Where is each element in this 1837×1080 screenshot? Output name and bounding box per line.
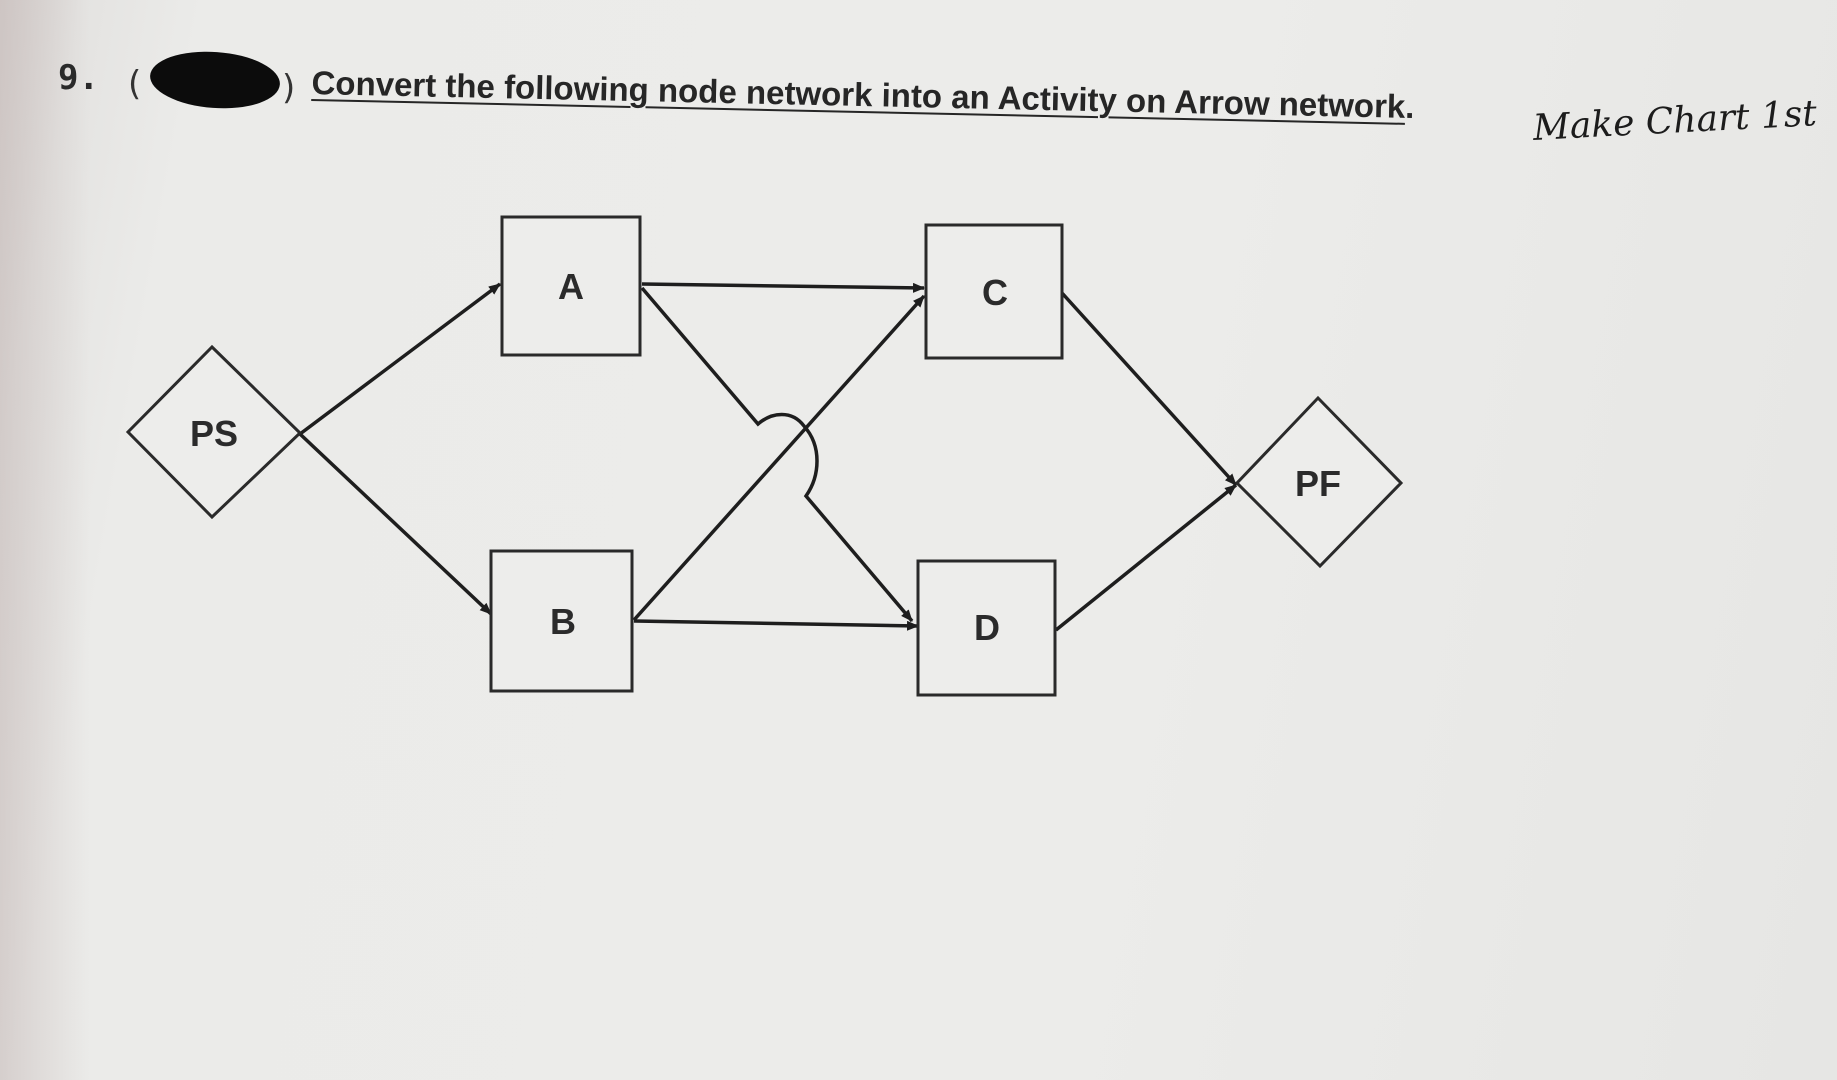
node-a-label: A	[558, 266, 584, 307]
node-pf-shape	[1234, 395, 1404, 569]
edge-b-d	[633, 619, 919, 631]
node-a-shape	[500, 215, 642, 357]
node-d-label: D	[974, 607, 1000, 648]
edge-a-d	[640, 286, 914, 623]
node-b-label: B	[550, 601, 576, 642]
node-ps-shape	[125, 344, 303, 520]
paren-close: )	[282, 68, 296, 108]
node-b-shape	[489, 549, 634, 693]
node-c-shape	[924, 223, 1064, 360]
paper-shadow	[0, 0, 90, 1080]
node-ps-label: PS	[190, 413, 238, 454]
question-number: 9.	[58, 58, 99, 98]
paren-open: (	[128, 64, 142, 104]
edge-a-c	[641, 282, 925, 293]
edge-b-c	[632, 294, 926, 622]
edge-d-pf	[1054, 483, 1238, 632]
edge-ps-a	[298, 282, 502, 436]
edge-c-pf	[1060, 291, 1238, 487]
node-d-shape	[916, 559, 1057, 697]
node-pf-label: PF	[1295, 463, 1341, 504]
node-c-label: C	[982, 272, 1008, 313]
edge-ps-b	[298, 432, 493, 616]
